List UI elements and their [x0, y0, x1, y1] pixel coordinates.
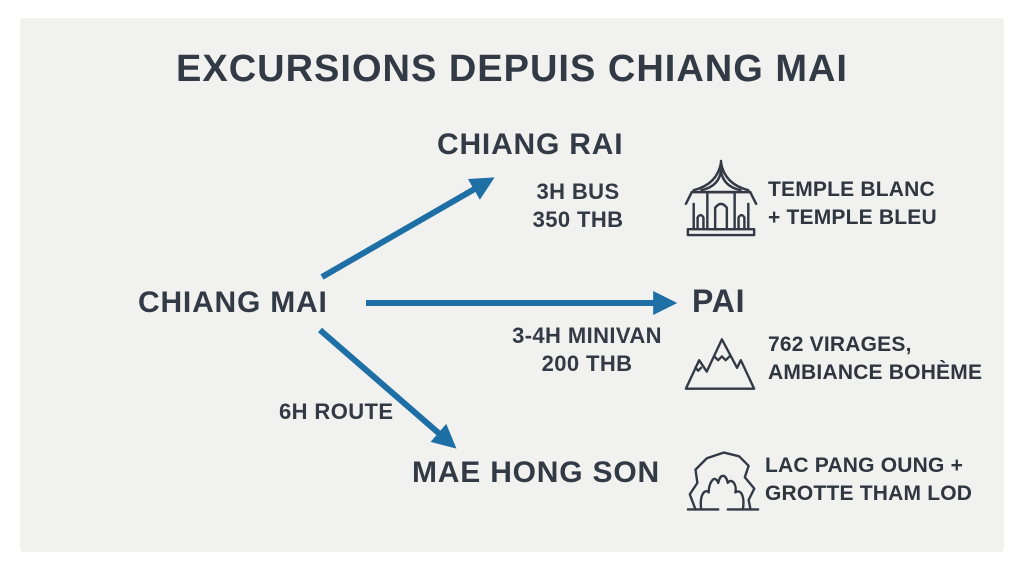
highlight-line-2: + TEMPLE BLEU — [768, 206, 937, 230]
cave-icon — [686, 446, 760, 516]
highlight-line-1: 762 VIRAGES, — [768, 333, 912, 356]
destination-name-mae-hong-son: MAE HONG SON — [412, 456, 660, 489]
temple-icon — [682, 156, 760, 240]
highlight-line-1: LAC PANG OUNG + — [765, 454, 964, 477]
highlight-line-2: GROTTE THAM LOD — [765, 482, 973, 506]
transport-info-mae-hong-son: 6H ROUTE — [279, 399, 394, 424]
transport-info-pai: 3-4H MINIVAN 200 THB — [498, 322, 676, 378]
highlight-chiang-rai: TEMPLE BLANC + TEMPLE BLEU — [768, 176, 937, 233]
transport-price: 350 THB — [532, 207, 624, 233]
transport-duration: 3-4H MINIVAN — [512, 323, 662, 348]
diagram-title: EXCURSIONS DEPUIS CHIANG MAI — [176, 48, 848, 90]
highlight-line-1: TEMPLE BLANC — [768, 178, 935, 201]
transport-info-chiang-rai: 3H BUS 350 THB — [493, 178, 663, 234]
origin-label: CHIANG MAI — [138, 286, 328, 319]
highlight-pai: 762 VIRAGES, AMBIANCE BOHÈME — [768, 331, 982, 388]
destination-name-pai: PAI — [692, 283, 746, 319]
transport-duration: 3H BUS — [536, 179, 620, 204]
highlight-mae-hong-son: LAC PANG OUNG + GROTTE THAM LOD — [765, 452, 972, 509]
transport-price: 200 THB — [541, 351, 633, 377]
destination-name-chiang-rai: CHIANG RAI — [437, 128, 624, 161]
highlight-line-2: AMBIANCE BOHÈME — [768, 361, 983, 385]
infographic-card — [20, 18, 1004, 552]
mountain-icon — [684, 333, 756, 395]
